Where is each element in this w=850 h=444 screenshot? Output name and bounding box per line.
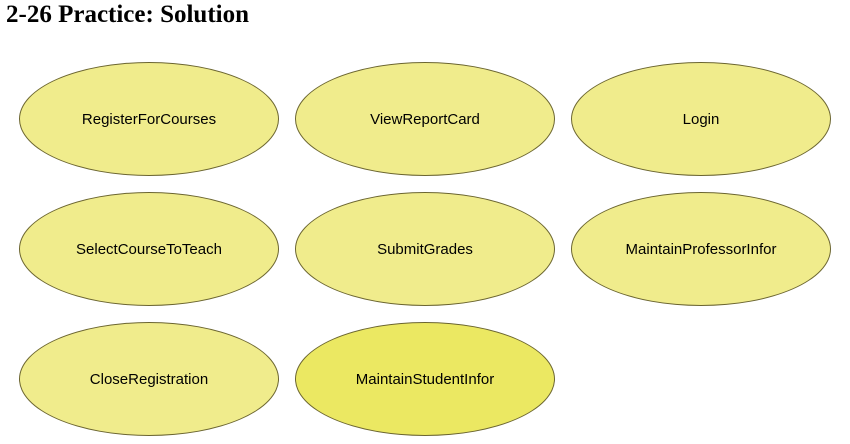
use-case-register-for-courses[interactable]: RegisterForCourses xyxy=(19,62,279,176)
use-case-maintain-student-infor[interactable]: MaintainStudentInfor xyxy=(295,322,555,436)
use-case-select-course-to-teach[interactable]: SelectCourseToTeach xyxy=(19,192,279,306)
use-case-login[interactable]: Login xyxy=(571,62,831,176)
use-case-view-report-card[interactable]: ViewReportCard xyxy=(295,62,555,176)
use-case-label: SelectCourseToTeach xyxy=(76,240,222,258)
use-case-label: SubmitGrades xyxy=(377,240,473,258)
use-case-close-registration[interactable]: CloseRegistration xyxy=(19,322,279,436)
use-case-label: MaintainStudentInfor xyxy=(355,370,495,388)
use-case-label: CloseRegistration xyxy=(89,370,209,388)
use-case-label: Login xyxy=(682,110,720,128)
use-case-diagram: RegisterForCourses ViewReportCard Login … xyxy=(19,62,832,438)
slide-title: 2-26 Practice: Solution xyxy=(6,1,250,28)
use-case-submit-grades[interactable]: SubmitGrades xyxy=(295,192,555,306)
use-case-label: ViewReportCard xyxy=(370,110,480,128)
use-case-label: RegisterForCourses xyxy=(81,110,217,128)
use-case-maintain-professor-infor[interactable]: MaintainProfessorInfor xyxy=(571,192,831,306)
use-case-label: MaintainProfessorInfor xyxy=(625,240,777,258)
